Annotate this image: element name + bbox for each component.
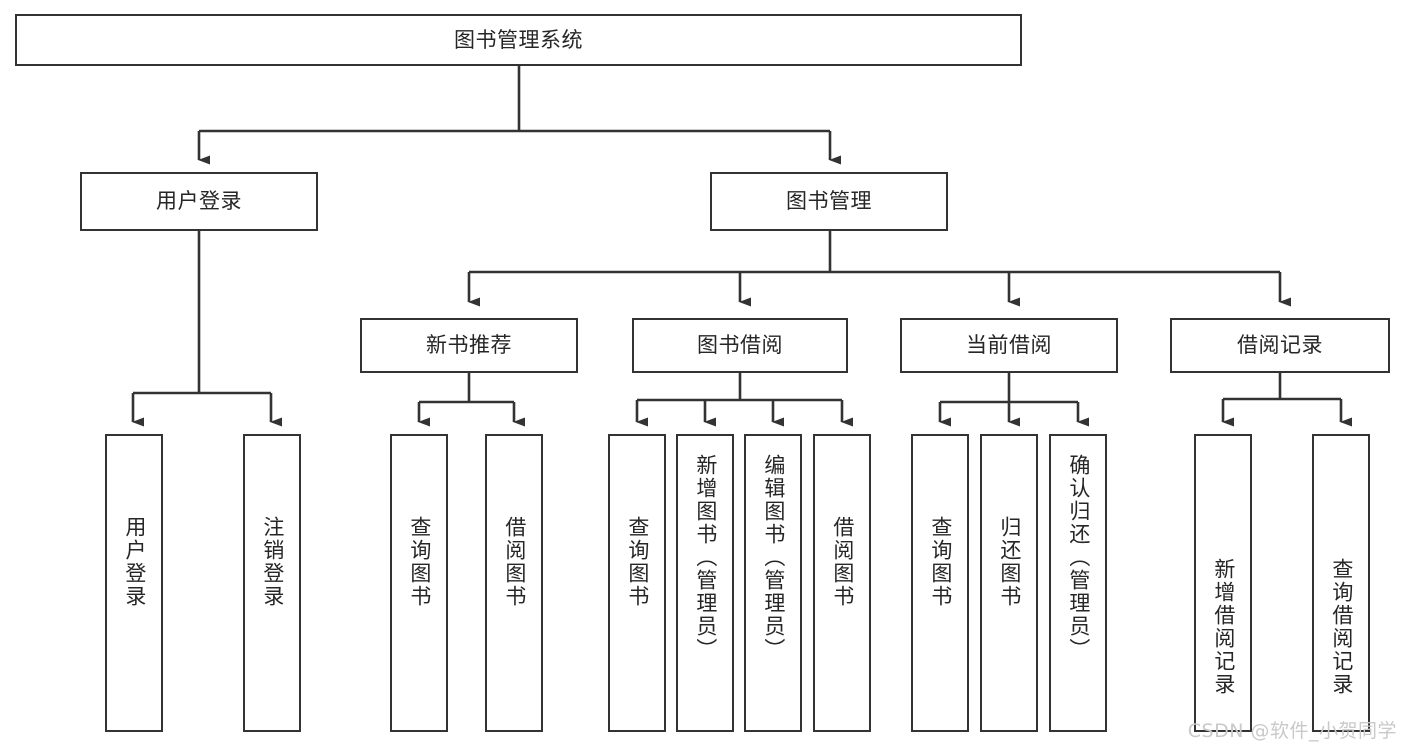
leaf-current-return-book-label: 归还图书 <box>997 516 1022 608</box>
node-book-borrow[interactable]: 图书借阅 <box>632 318 848 373</box>
leaf-borrow-edit-book-label: 编辑图书（管理员） <box>761 454 786 661</box>
leaf-current-return-book[interactable]: 归还图书 <box>980 434 1038 732</box>
leaf-record-query-record[interactable]: 查询借阅记录 <box>1312 434 1370 732</box>
leaf-borrow-add-book[interactable]: 新增图书（管理员） <box>676 434 734 732</box>
node-user-login-label: 用户登录 <box>156 189 242 214</box>
leaf-borrow-add-book-label: 新增图书（管理员） <box>693 454 718 661</box>
node-current-borrow[interactable]: 当前借阅 <box>900 318 1118 373</box>
leaf-current-confirm-return-label: 确认归还（管理员） <box>1066 454 1091 661</box>
leaf-user-login-signin[interactable]: 用户登录 <box>105 434 163 732</box>
leaf-recommend-query-book[interactable]: 查询图书 <box>390 434 448 732</box>
node-root[interactable]: 图书管理系统 <box>15 14 1022 66</box>
leaf-borrow-query-book-label: 查询图书 <box>625 516 650 608</box>
leaf-recommend-borrow-book-label: 借阅图书 <box>502 516 527 608</box>
leaf-borrow-borrow-book-label: 借阅图书 <box>830 516 855 608</box>
leaf-current-query-book-label: 查询图书 <box>928 516 953 608</box>
leaf-record-add-record[interactable]: 新增借阅记录 <box>1194 434 1252 732</box>
csdn-watermark: CSDN @软件_小贺同学 <box>1187 720 1397 742</box>
leaf-current-query-book[interactable]: 查询图书 <box>911 434 969 732</box>
node-new-book-recommend[interactable]: 新书推荐 <box>360 318 578 373</box>
leaf-user-login-signout-label: 注销登录 <box>260 516 285 608</box>
leaf-current-confirm-return[interactable]: 确认归还（管理员） <box>1049 434 1107 732</box>
node-borrow-record[interactable]: 借阅记录 <box>1170 318 1390 373</box>
leaf-borrow-query-book[interactable]: 查询图书 <box>608 434 666 732</box>
node-book-management-label: 图书管理 <box>786 189 872 214</box>
node-book-management[interactable]: 图书管理 <box>710 172 948 231</box>
leaf-recommend-query-book-label: 查询图书 <box>407 516 432 608</box>
node-borrow-record-label: 借阅记录 <box>1237 333 1323 358</box>
node-book-borrow-label: 图书借阅 <box>697 333 783 358</box>
leaf-recommend-borrow-book[interactable]: 借阅图书 <box>485 434 543 732</box>
leaf-borrow-borrow-book[interactable]: 借阅图书 <box>813 434 871 732</box>
node-user-login[interactable]: 用户登录 <box>80 172 318 231</box>
leaf-user-login-signout[interactable]: 注销登录 <box>243 434 301 732</box>
leaf-record-add-record-label: 新增借阅记录 <box>1211 558 1236 696</box>
node-root-label: 图书管理系统 <box>454 27 583 52</box>
node-new-book-recommend-label: 新书推荐 <box>426 333 512 358</box>
leaf-borrow-edit-book[interactable]: 编辑图书（管理员） <box>744 434 802 732</box>
node-current-borrow-label: 当前借阅 <box>966 333 1052 358</box>
leaf-record-query-record-label: 查询借阅记录 <box>1329 558 1354 696</box>
leaf-user-login-signin-label: 用户登录 <box>122 516 147 608</box>
